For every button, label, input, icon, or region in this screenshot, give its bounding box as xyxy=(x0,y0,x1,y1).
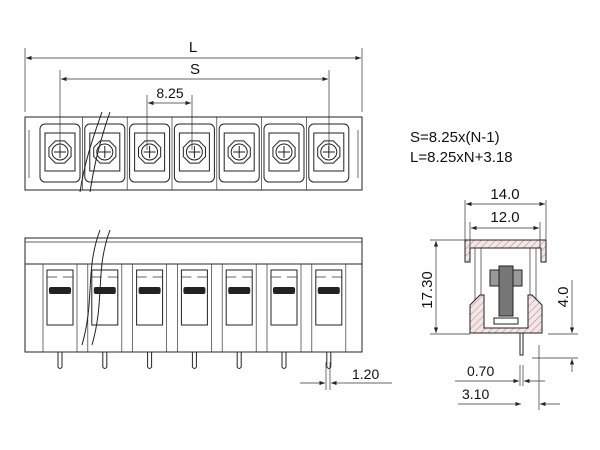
dimension-height: 17.30 xyxy=(419,239,470,335)
terminal-screw xyxy=(171,117,215,190)
dimension-pin-thickness: 0.70 xyxy=(455,363,545,386)
dimension-pin-thickness-label: 0.70 xyxy=(467,363,494,379)
dimension-S-label: S xyxy=(190,61,200,78)
dimension-width-inner: 12.0 xyxy=(469,209,541,248)
dimension-S: S xyxy=(59,61,330,150)
dimension-pin-offset: 3.10 xyxy=(458,345,560,410)
dimension-height-label: 17.30 xyxy=(419,271,436,309)
formula-l: L=8.25xN+3.18 xyxy=(410,149,513,166)
dimension-pin-length-label: 4.0 xyxy=(555,287,572,308)
dimension-pin-length: 4.0 xyxy=(532,280,578,372)
dimension-width-outer: 14.0 xyxy=(464,186,547,240)
terminal-pole xyxy=(221,263,257,369)
dimension-width-outer-label: 14.0 xyxy=(490,186,519,203)
terminal-pole xyxy=(311,263,347,369)
dimension-pitch: 8.25 xyxy=(146,85,193,150)
terminal-screw xyxy=(306,117,350,190)
terminal-screw xyxy=(126,117,171,190)
dimension-pin-offset-label: 3.10 xyxy=(462,386,489,402)
terminal-pole xyxy=(132,263,167,369)
side-view xyxy=(464,239,547,356)
terminal-screw xyxy=(82,117,126,190)
terminal-pole xyxy=(177,263,212,369)
terminal-pole xyxy=(42,263,78,369)
dimension-pin-width: 1.20 xyxy=(300,362,392,390)
terminal-screw xyxy=(216,117,260,190)
dimension-width-inner-label: 12.0 xyxy=(490,209,519,226)
dimension-L: L xyxy=(24,39,363,112)
dimension-L-label: L xyxy=(189,39,197,56)
top-view xyxy=(24,116,363,191)
terminal-screw xyxy=(261,117,305,190)
break-line xyxy=(79,111,111,346)
terminal-pole xyxy=(87,263,123,369)
formula-s: S=8.25x(N-1) xyxy=(410,129,500,146)
terminal-screw xyxy=(39,123,81,183)
dimension-pitch-label: 8.25 xyxy=(156,85,183,101)
terminal-pole xyxy=(266,263,302,369)
dimension-pin-width-label: 1.20 xyxy=(352,366,379,382)
front-view xyxy=(24,237,363,369)
